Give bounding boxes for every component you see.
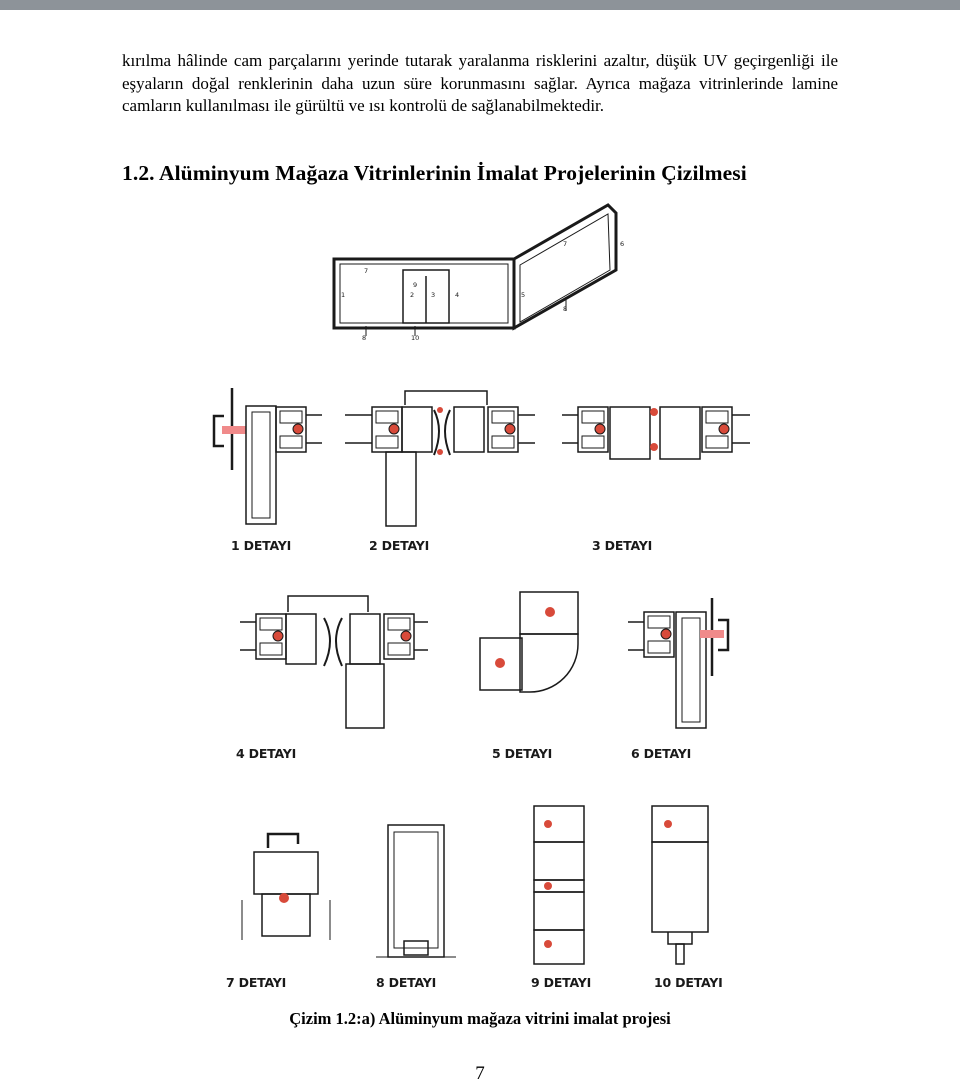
detail-1-drawing bbox=[212, 388, 322, 525]
detail-10-drawing bbox=[651, 805, 709, 965]
plan-label-7: 7 bbox=[364, 267, 368, 275]
plan-label-4: 4 bbox=[455, 291, 459, 299]
detail-label-10: 10 DETAYI bbox=[654, 975, 723, 990]
figure-caption: Çizim 1.2:a) Alüminyum mağaza vitrini im… bbox=[289, 1009, 671, 1028]
plan-label-3: 3 bbox=[431, 291, 435, 299]
detail-9-drawing bbox=[533, 805, 585, 965]
plan-labels: 7 9 1 2 3 4 5 7 6 8 8 10 bbox=[341, 240, 624, 342]
detail-label-8: 8 DETAYI bbox=[376, 975, 437, 990]
detail-4-drawing bbox=[240, 595, 428, 729]
plan-label-1: 1 bbox=[341, 291, 345, 299]
detail-7-drawing bbox=[241, 832, 331, 940]
section-heading: 1.2. Alüminyum Mağaza Vitrinlerinin İmal… bbox=[122, 161, 747, 185]
plan-label-8: 8 bbox=[362, 334, 366, 342]
body-paragraph: kırılma hâlinde cam parçalarını yerinde … bbox=[122, 51, 838, 115]
plan-label-6: 6 bbox=[620, 240, 624, 248]
plan-label-5: 5 bbox=[521, 291, 525, 299]
detail-label-6: 6 DETAYI bbox=[631, 746, 692, 761]
detail-2-drawing bbox=[345, 390, 535, 527]
plan-view bbox=[332, 203, 618, 336]
detail-5-drawing bbox=[479, 591, 579, 693]
detail-label-3: 3 DETAYI bbox=[592, 538, 653, 553]
top-border-bar bbox=[0, 0, 960, 10]
detail-label-5: 5 DETAYI bbox=[492, 746, 553, 761]
plan-label-10: 10 bbox=[411, 334, 419, 342]
detail-label-9: 9 DETAYI bbox=[531, 975, 592, 990]
plan-label-7b: 7 bbox=[563, 240, 567, 248]
detail-6-drawing bbox=[628, 598, 730, 729]
page-number: 7 bbox=[475, 1063, 485, 1084]
detail-label-7: 7 DETAYI bbox=[226, 975, 287, 990]
detail-label-4: 4 DETAYI bbox=[236, 746, 297, 761]
detail-3-drawing bbox=[562, 406, 750, 460]
shopfront-drawing: 7 9 1 2 3 4 5 7 6 8 8 10 bbox=[212, 203, 750, 965]
detail-label-1: 1 DETAYI bbox=[231, 538, 292, 553]
detail-8-drawing bbox=[376, 824, 456, 958]
plan-label-8b: 8 bbox=[563, 305, 567, 313]
detail-label-2: 2 DETAYI bbox=[369, 538, 430, 553]
plan-label-9: 9 bbox=[413, 281, 417, 289]
plan-label-2: 2 bbox=[410, 291, 414, 299]
